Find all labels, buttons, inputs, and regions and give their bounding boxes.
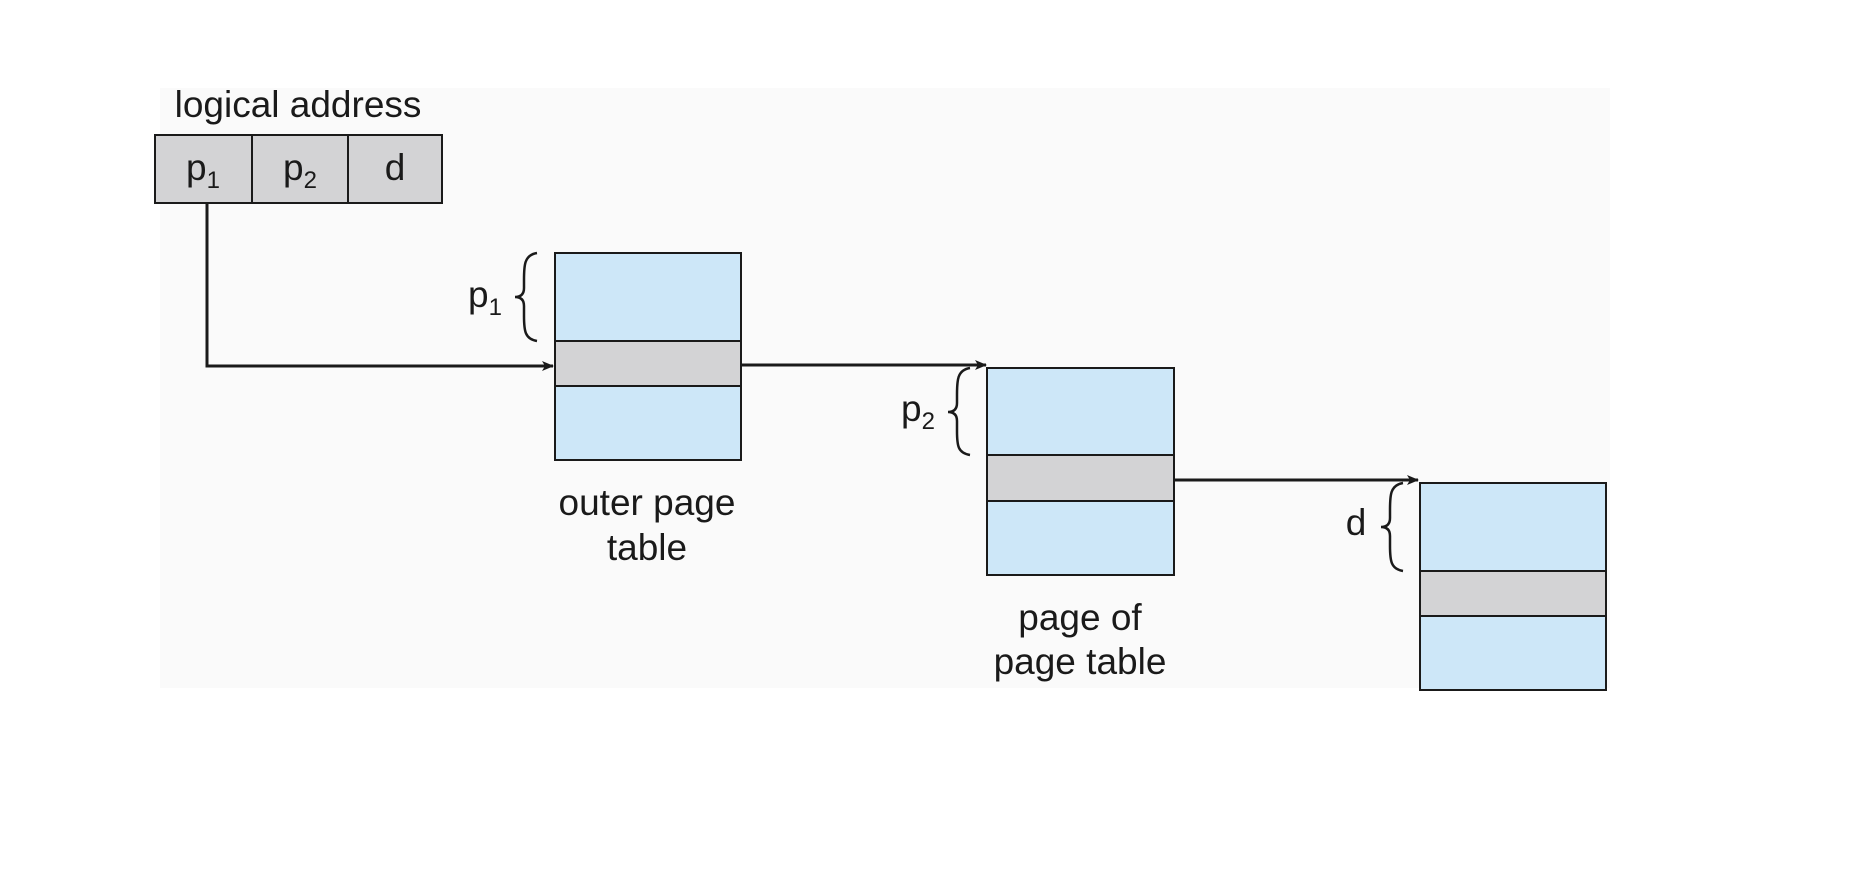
page-brace-label: d	[1346, 502, 1367, 543]
logical-address-p1-label: p1	[186, 147, 220, 194]
logical-address-field-p2	[251, 134, 349, 204]
inner-table-caption-line2: page table	[994, 641, 1167, 682]
logical-address-d-label: d	[385, 147, 406, 188]
inner-table-upper	[986, 367, 1175, 456]
page-brace	[1380, 481, 1404, 573]
page-upper	[1419, 482, 1607, 572]
inner-table-lower	[986, 500, 1175, 576]
logical-address-p2-label: p2	[283, 147, 317, 194]
inner-table-brace	[947, 366, 971, 457]
outer-table-upper	[554, 252, 742, 342]
outer-page-table	[554, 252, 742, 461]
page-of-page-table	[986, 367, 1175, 576]
page-entry	[1419, 570, 1607, 617]
inner-table-entry	[986, 454, 1175, 502]
outer-table-brace	[514, 251, 538, 343]
outer-table-caption-line2: table	[607, 527, 687, 568]
logical-address-field-d	[347, 134, 443, 204]
outer-table-brace-label: p1	[468, 274, 502, 321]
inner-table-brace-label: p2	[901, 388, 935, 435]
logical-address-title: logical address	[175, 84, 422, 125]
outer-table-lower	[554, 385, 742, 461]
outer-table-caption-line1: outer page	[559, 482, 736, 523]
outer-table-entry	[554, 340, 742, 387]
arrow-p1-to-outer-table	[205, 203, 554, 371]
page-lower	[1419, 615, 1607, 691]
inner-table-caption-line1: page of	[1018, 597, 1142, 638]
memory-page	[1419, 482, 1607, 691]
logical-address-field-p1	[154, 134, 253, 204]
logical-address-register: p1 p2 d	[154, 134, 443, 204]
